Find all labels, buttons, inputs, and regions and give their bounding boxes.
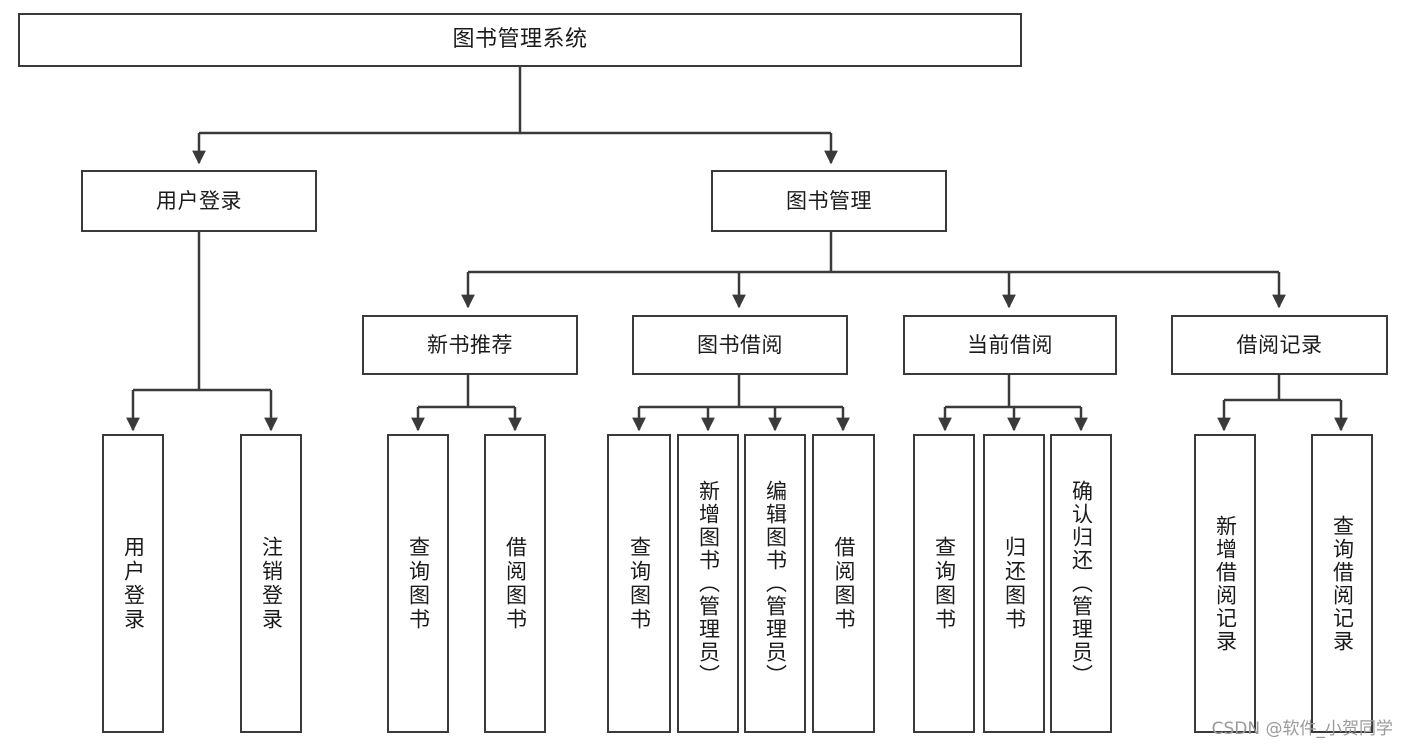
node-leaf-query-books-borrow[interactable]: 查询图书 xyxy=(607,434,671,733)
node-book-borrowing[interactable]: 图书借阅 xyxy=(632,315,848,375)
node-leaf-confirm-return-admin[interactable]: 确认归还（管理员） xyxy=(1050,434,1112,733)
node-label: 图书借阅 xyxy=(697,332,783,357)
node-leaf-return-books[interactable]: 归还图书 xyxy=(983,434,1045,733)
node-leaf-edit-book-admin[interactable]: 编辑图书（管理员） xyxy=(744,434,806,733)
node-leaf-query-borrow-record[interactable]: 查询借阅记录 xyxy=(1311,434,1373,733)
node-borrowing-records[interactable]: 借阅记录 xyxy=(1171,315,1388,375)
node-label: 注销登录 xyxy=(259,535,284,632)
node-label: 用户登录 xyxy=(156,188,242,213)
node-new-book-recommendation[interactable]: 新书推荐 xyxy=(362,315,578,375)
node-leaf-user-login[interactable]: 用户登录 xyxy=(102,434,164,733)
node-label: 借阅图书 xyxy=(832,535,856,632)
node-label: 查询图书 xyxy=(932,535,957,632)
watermark: CSDN @软件_小贺同学 xyxy=(1211,719,1393,739)
node-leaf-borrow-books-recommend[interactable]: 借阅图书 xyxy=(484,434,546,733)
node-label: 新增图书（管理员） xyxy=(696,480,721,687)
node-book-management[interactable]: 图书管理 xyxy=(711,170,947,232)
node-label: 当前借阅 xyxy=(967,332,1053,357)
node-leaf-logout[interactable]: 注销登录 xyxy=(240,434,302,733)
node-label: 新增借阅记录 xyxy=(1213,514,1238,653)
node-root-book-management-system[interactable]: 图书管理系统 xyxy=(18,13,1022,67)
node-label: 查询图书 xyxy=(627,535,652,632)
node-label: 归还图书 xyxy=(1002,535,1027,632)
node-label: 借阅图书 xyxy=(503,535,528,632)
node-current-borrowing[interactable]: 当前借阅 xyxy=(903,315,1117,375)
node-label: 查询图书 xyxy=(406,535,431,632)
node-leaf-add-book-admin[interactable]: 新增图书（管理员） xyxy=(677,434,739,733)
node-leaf-query-books-current[interactable]: 查询图书 xyxy=(913,434,975,733)
node-leaf-borrow-books[interactable]: 借阅图书 xyxy=(812,434,875,733)
node-label: 新书推荐 xyxy=(427,332,513,357)
node-label: 借阅记录 xyxy=(1236,332,1323,357)
node-label: 确认归还（管理员） xyxy=(1069,480,1094,687)
node-label: 图书管理 xyxy=(786,188,872,213)
node-label: 查询借阅记录 xyxy=(1330,514,1355,653)
node-leaf-query-books-recommend[interactable]: 查询图书 xyxy=(387,434,449,733)
node-label: 图书管理系统 xyxy=(452,27,588,52)
node-label: 编辑图书（管理员） xyxy=(763,480,788,687)
node-leaf-add-borrow-record[interactable]: 新增借阅记录 xyxy=(1194,434,1256,733)
node-user-login[interactable]: 用户登录 xyxy=(81,170,317,232)
node-label: 用户登录 xyxy=(121,535,146,632)
